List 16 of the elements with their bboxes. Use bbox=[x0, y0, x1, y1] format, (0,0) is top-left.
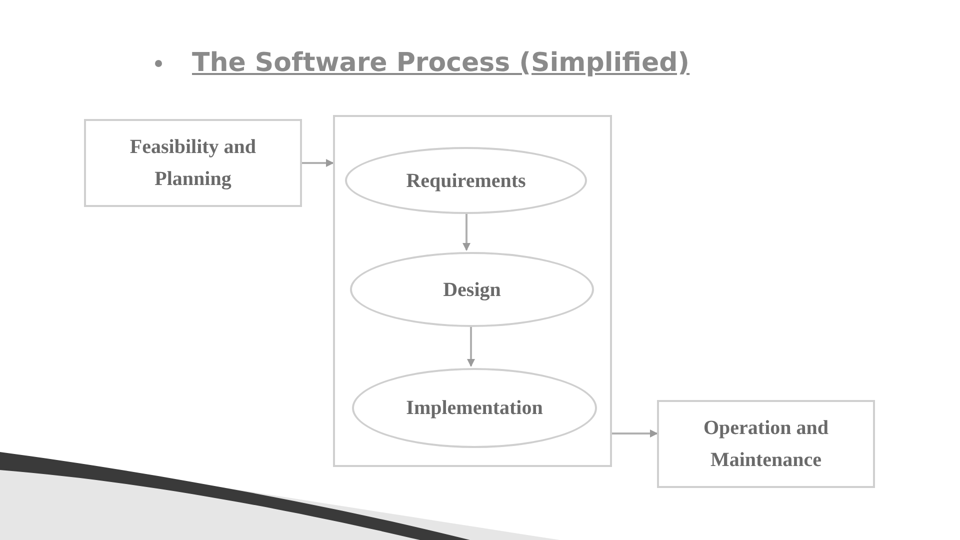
node-label: Requirements bbox=[405, 168, 527, 194]
arrow bbox=[467, 325, 475, 367]
node-label: Implementation bbox=[405, 396, 544, 421]
node-label: Operation and Maintenance bbox=[702, 416, 830, 473]
node-label: Feasibility and Planning bbox=[128, 135, 258, 192]
process-box bbox=[84, 119, 302, 207]
arrow bbox=[462, 212, 470, 251]
node-label: Design bbox=[442, 278, 502, 302]
process-ellipse bbox=[345, 147, 587, 214]
group-frame bbox=[333, 115, 612, 467]
process-ellipse bbox=[350, 252, 594, 327]
arrow bbox=[612, 430, 658, 438]
arrow bbox=[302, 159, 334, 167]
process-ellipse bbox=[352, 368, 597, 448]
title: The Software Process (Simplified) bbox=[192, 47, 690, 80]
process-box bbox=[657, 400, 875, 488]
